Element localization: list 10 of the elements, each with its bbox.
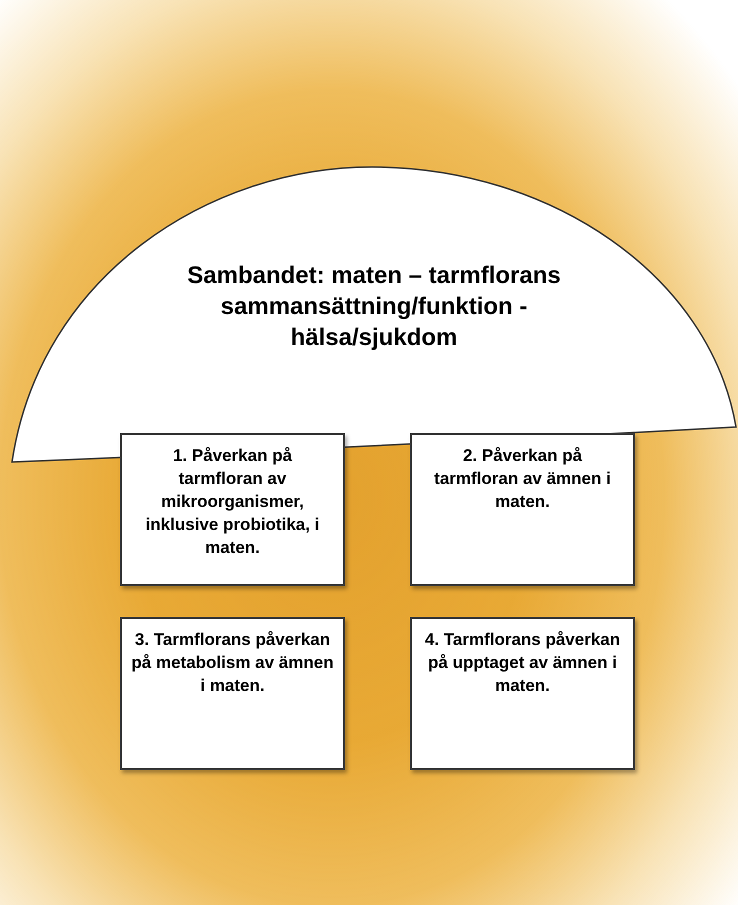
- box-text: 2. Påverkan på tarmfloran av ämnen i maten.: [433, 445, 612, 513]
- dome-shape: [10, 165, 738, 465]
- text-box: [120, 617, 345, 770]
- text-box: [410, 617, 635, 770]
- box-text: 3. Tarmflorans påverkan på metabolism av ämnen i maten.: [130, 629, 335, 697]
- box-text: 4. Tarmflorans påverkan på upptaget av ämnen i maten.: [424, 629, 622, 697]
- box-text: 1. Påverkan på tarmfloran av mikroorganismer, inklusive probiotika, i maten.: [144, 445, 320, 559]
- dome-title: Sambandet: maten – tarmflorans sammansättning/funktion - hälsa/sjukdom: [186, 261, 562, 354]
- text-box: [410, 433, 635, 586]
- text-box: [120, 433, 345, 586]
